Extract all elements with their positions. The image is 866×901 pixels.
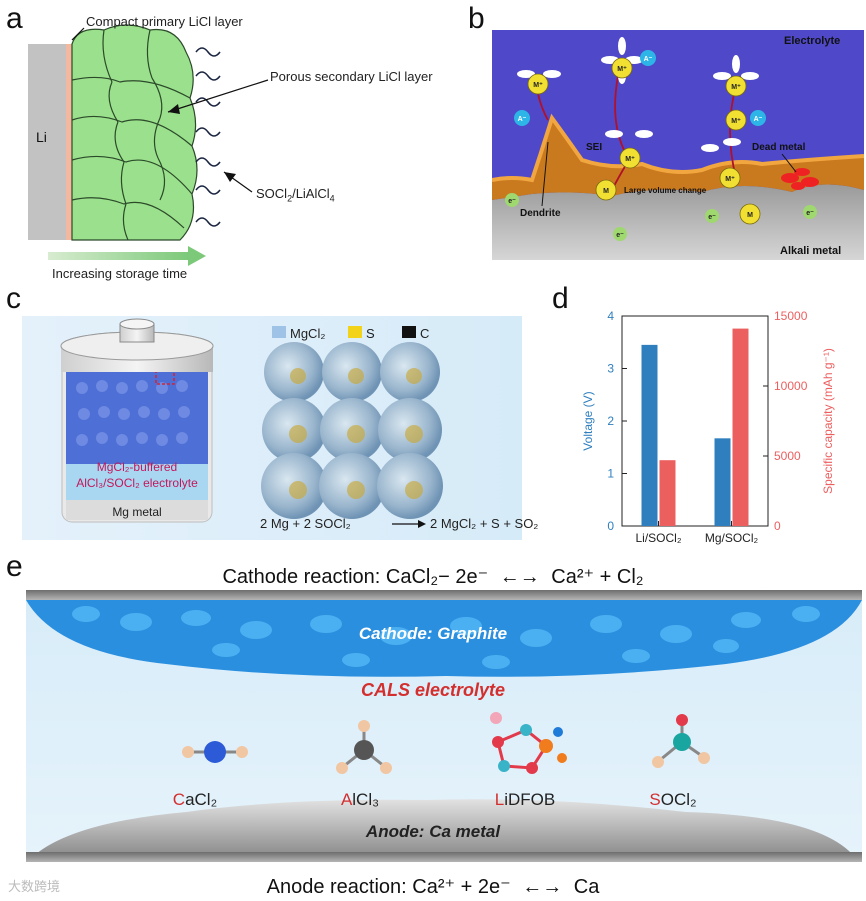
molecule-label-alcl3: AlCl₃ <box>340 790 380 809</box>
electrolyte-waves <box>195 47 221 227</box>
bar-capacity-0 <box>659 460 676 526</box>
svg-text:A⁻: A⁻ <box>754 116 763 123</box>
anion-circles <box>514 50 766 126</box>
panel-a-diagram: Li <box>28 24 269 266</box>
svg-text:M⁺: M⁺ <box>731 118 741 125</box>
dead-metal-label: Dead metal <box>752 142 806 153</box>
porous-pointer <box>167 79 269 113</box>
svg-text:e⁻: e⁻ <box>508 198 516 205</box>
right-tick-label: 5000 <box>774 449 801 463</box>
reaction-left: 2 Mg + 2 SOCl₂ <box>260 516 351 531</box>
molecule-labels: CaCl₂ AlCl₃ LiDFOB <box>150 790 570 810</box>
x-tick-label: Li/SOCl₂ <box>635 531 681 545</box>
svg-text:e⁻: e⁻ <box>616 232 624 239</box>
svg-text:M: M <box>603 188 609 195</box>
panel-e-diagram <box>26 590 862 862</box>
molecule-alcl3 <box>336 720 392 774</box>
right-tick-label: 10000 <box>774 379 808 393</box>
li-electrode <box>28 44 66 240</box>
molecule-label-lidfob: LiDFOB <box>494 790 556 809</box>
time-arrow-label: Increasing storage time <box>52 266 188 281</box>
left-tick-label: 3 <box>607 362 614 376</box>
porous-layer <box>71 24 198 241</box>
legend-c: C <box>420 326 430 341</box>
molecule-label-socl2: SOCl₂ <box>649 790 697 809</box>
cathode-graphite <box>26 600 862 677</box>
volume-change-label: Large volume change <box>624 186 707 195</box>
sei-label: SEI <box>586 142 602 153</box>
right-tick-label: 15000 <box>774 309 808 323</box>
panel-b-diagram: M⁺ M⁺ M⁺ M⁺ M⁺ M⁺ M M A⁻ A⁻ A⁻ e⁻ e⁻ e⁻ … <box>492 30 864 260</box>
right-axis-title: Specific capacity (mAh g⁻¹) <box>821 348 835 494</box>
anode-reaction: Anode reaction: Ca²⁺ + 2e⁻ ←→ Ca <box>266 876 600 898</box>
x-tick-label: Mg/SOCl₂ <box>705 531 759 545</box>
panel-b-label: b <box>468 2 485 35</box>
left-tick-label: 2 <box>607 414 614 428</box>
molecule-socl2 <box>652 714 710 768</box>
porous-layer-label: Porous secondary LiCl layer <box>270 69 433 84</box>
svg-text:M⁺: M⁺ <box>617 66 627 73</box>
watermark: 大数跨境 <box>8 879 61 894</box>
left-tick-label: 0 <box>607 519 614 533</box>
alkali-metal-label: Alkali metal <box>780 245 841 257</box>
cathode-plate <box>26 590 862 600</box>
svg-text:A⁻: A⁻ <box>518 116 527 123</box>
legend-swatches <box>272 326 416 338</box>
anode-label: Anode: Ca metal <box>365 822 501 841</box>
molecule-lidfob <box>490 712 567 774</box>
battery-cell <box>60 318 214 523</box>
mg-metal-label: Mg metal <box>112 505 162 519</box>
anode-ca-metal <box>36 799 852 854</box>
particle-labels: M⁺ M⁺ M⁺ M⁺ M⁺ M⁺ M M A⁻ A⁻ A⁻ e⁻ e⁻ e⁻ … <box>508 56 814 239</box>
cathode-label: Cathode: Graphite <box>358 624 508 643</box>
electrolyte-formula: SOCl2/LiAlCl4 <box>256 186 335 204</box>
panel-e-label: e <box>6 550 23 583</box>
sphere-grid <box>261 342 443 519</box>
compact-pointer <box>71 27 85 41</box>
svg-text:M⁺: M⁺ <box>725 176 735 183</box>
bar-capacity-1 <box>732 328 749 526</box>
electrode-label: Li <box>36 129 47 145</box>
left-tick-label: 1 <box>607 467 614 481</box>
panel-d-label: d <box>552 282 569 315</box>
bar-voltage-1 <box>714 438 731 526</box>
left-axis-title: Voltage (V) <box>581 391 595 450</box>
svg-text:e⁻: e⁻ <box>708 214 716 221</box>
dendrite-label: Dendrite <box>520 208 561 219</box>
molecule-cacl2 <box>182 741 248 763</box>
legend-mgcl2: MgCl₂ <box>290 326 326 341</box>
compact-layer <box>66 44 72 240</box>
molecule-label-cacl2: CaCl₂ <box>172 790 218 809</box>
panel-c-diagram <box>22 316 522 540</box>
alkali-metal <box>492 184 864 260</box>
svg-text:A⁻: A⁻ <box>644 56 653 63</box>
time-arrow <box>48 252 188 260</box>
legend-s: S <box>366 326 375 341</box>
svg-text:M⁺: M⁺ <box>731 84 741 91</box>
svg-text:M: M <box>747 212 753 219</box>
svg-text:e⁻: e⁻ <box>806 210 814 217</box>
right-tick-label: 0 <box>774 519 781 533</box>
electrolyte-label-e: CALS electrolyte <box>360 680 506 700</box>
dead-metal <box>781 168 819 190</box>
compact-layer-label: Compact primary LiCl layer <box>86 14 243 29</box>
electron-circles <box>505 193 817 241</box>
reaction-right: 2 MgCl₂ + S + SO₂ <box>430 516 539 531</box>
left-tick-label: 4 <box>607 309 614 323</box>
sei-layer <box>492 118 864 200</box>
panel-a-label: a <box>6 2 23 35</box>
bar-voltage-0 <box>641 344 658 526</box>
cathode-reaction: Cathode reaction: CaCl₂− 2e⁻ ←→ Ca²⁺ + C… <box>222 566 644 588</box>
svg-text:M⁺: M⁺ <box>533 82 543 89</box>
electrolyte-label: Electrolyte <box>784 35 840 47</box>
panel-c-label: c <box>6 282 21 315</box>
cation-circles <box>527 57 761 225</box>
svg-text:M⁺: M⁺ <box>625 156 635 163</box>
